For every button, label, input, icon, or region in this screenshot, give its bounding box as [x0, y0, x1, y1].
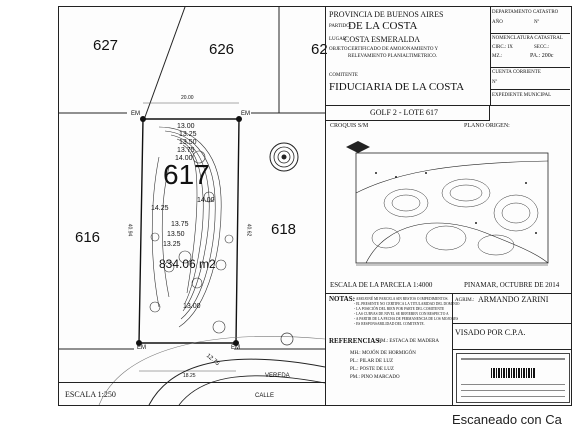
lot-62-label: 62	[311, 41, 328, 58]
scale-label: ESCALA 1:250	[65, 390, 116, 399]
agrim-label: AGRIM.:	[455, 298, 475, 303]
lot-626-label: 626	[209, 41, 235, 58]
contour-label: 14.25	[151, 205, 169, 212]
dim-left: 40.94	[126, 223, 133, 237]
stamp-box	[456, 353, 570, 403]
lugar: COSTA ESMERALDA	[344, 35, 421, 44]
contour-label: 13.25	[163, 241, 181, 248]
objeto-line-1: CERTIFICADO DE AMOJONAMIENTO Y	[348, 47, 439, 52]
title-block: PROVINCIA DE BUENOS AIRES PARTIDO: DE LA…	[325, 7, 572, 405]
n-label: Nº	[534, 20, 540, 25]
site-plan: 627 626 62 616 618 617 834.06 m2 20.00 4…	[59, 7, 328, 405]
barcode-icon	[491, 368, 535, 378]
nota-2: - EL PRESENTE NO CERTIFICA LA TITULARIDA…	[354, 302, 460, 306]
nomen-label: NOMENCLATURA CATASTRAL	[492, 36, 563, 41]
province: PROVINCIA DE BUENOS AIRES	[329, 10, 444, 19]
nota-6: - ES RESPONSABILIDAD DEL COMITENTE.	[354, 322, 425, 326]
pa: PA.: 200c	[530, 53, 554, 59]
ref-em: EM.: ESTACA DE MADERA	[378, 339, 439, 344]
reference-disc-icon	[269, 142, 299, 172]
ref-pl: PL.: PILAR DE LUZ	[350, 359, 394, 364]
croquis-label: CROQUIS S/M	[330, 123, 369, 129]
lot-area: 834.06 m2	[159, 257, 216, 271]
circ: CIRC.: IX	[492, 45, 513, 50]
contour-label: 14.00	[197, 197, 215, 204]
lot-616-label: 616	[75, 229, 101, 246]
lugar-label: LUGAR:	[329, 37, 348, 42]
notas-label: NOTAS:	[329, 295, 355, 303]
location-map	[346, 141, 549, 266]
contour-label: 13.00	[177, 123, 195, 130]
nota-5: - A PARTIR DE LA FECHA DE PERMANENCIA DE…	[354, 317, 459, 321]
agrim: ARMANDO ZARINI	[478, 295, 549, 304]
contour-label: 13.00	[183, 303, 201, 310]
site-drawing	[59, 7, 325, 405]
em-marker-br: EM	[231, 345, 240, 351]
depto-label: DEPARTAMENTO CATASTRO	[492, 10, 559, 15]
comitente: FIDUCIARIA DE LA COSTA	[329, 81, 465, 93]
visado: VISADO POR C.P.A.	[455, 328, 526, 337]
escala-parcela: ESCALA DE LA PARCELA 1:4000	[330, 281, 433, 289]
referencias-label: REFERENCIAS:	[329, 337, 382, 345]
place-date: PINAMAR, OCTUBRE DE 2014	[464, 281, 560, 289]
header-info: PROVINCIA DE BUENOS AIRES PARTIDO: DE LA…	[326, 7, 491, 106]
signature-block: AGRIM.: ARMANDO ZARINI VISADO POR C.P.A.	[452, 293, 572, 405]
ref-pm2: PM.: PINO MARCADO	[350, 375, 400, 380]
contour-label: 13.50	[167, 231, 185, 238]
contour-lines	[151, 126, 222, 328]
em-marker-bl: EM	[137, 345, 146, 351]
dim-top: 20.00	[181, 95, 194, 101]
ref-pm: PL.: POSTE DE LUZ	[350, 367, 394, 372]
em-marker-tr: EM	[241, 111, 250, 117]
contour-label: 13.75	[171, 221, 189, 228]
scale-box: ESCALA 1:250	[59, 382, 325, 405]
objeto-line-2: RELEVAMIENTO PLANIALTIMETRICO.	[348, 54, 438, 59]
contour-label: 13.25	[179, 131, 197, 138]
dim-bottom: 18.25	[183, 373, 196, 379]
tree-markers	[149, 150, 234, 334]
nota-3: - LA POSICIÓN DEL BIEN POR PARTE DEL COM…	[354, 307, 445, 311]
contour-label: 14.00	[175, 155, 193, 162]
dim-right: 40.62	[245, 223, 252, 237]
street-vereda-label: VEREDA	[265, 373, 290, 379]
expediente-label: EXPEDIENTE MUNICIPAL	[492, 93, 552, 98]
croquis-area: CROQUIS S/M PLANO ORIGEN:	[326, 121, 572, 294]
nota-1: - AMOJONÉ MI PARCELA SIN RESTOS O IMPEDI…	[354, 297, 449, 301]
lot-618-label: 618	[271, 221, 297, 238]
nota-4: - LAS CURVAS DE NIVEL SE REFIEREN CON RE…	[354, 312, 449, 316]
cuenta-label: CUENTA CORRIENTE	[492, 70, 541, 75]
partido-label: PARTIDO:	[329, 24, 352, 29]
lot-number: 617	[163, 159, 210, 190]
n-label-2: Nº	[492, 80, 498, 85]
objeto-label: OBJETO:	[329, 47, 349, 52]
anio-label: AÑO	[492, 20, 503, 25]
street-calle-label: CALLE	[255, 393, 275, 399]
partido: DE LA COSTA	[348, 20, 418, 32]
ref-mh: MH.: MOJÓN DE HORMIGÓN	[350, 351, 416, 356]
lot-title-row: GOLF 2 - LOTE 617	[326, 105, 490, 121]
mz: MZ.:	[492, 54, 503, 59]
comitente-label: COMITENTE	[329, 73, 358, 78]
em-marker-tl: EM	[131, 111, 140, 117]
scanner-watermark: Escaneado con Ca	[452, 412, 562, 427]
plano-origen-label: PLANO ORIGEN:	[464, 123, 510, 129]
street-curve	[148, 358, 325, 405]
contour-label: 13.50	[179, 139, 197, 146]
header-catastro: DEPARTAMENTO CATASTRO AÑO Nº NOMENCLATUR…	[490, 7, 570, 106]
lot-title: GOLF 2 - LOTE 617	[370, 108, 438, 117]
contour-label: 13.75	[177, 147, 195, 154]
secc: SECC.:	[534, 45, 550, 50]
survey-sheet: 627 626 62 616 618 617 834.06 m2 20.00 4…	[58, 6, 572, 406]
lot-627-label: 627	[93, 37, 119, 54]
notes-block: NOTAS: - AMOJONÉ MI PARCELA SIN RESTOS O…	[326, 293, 459, 405]
